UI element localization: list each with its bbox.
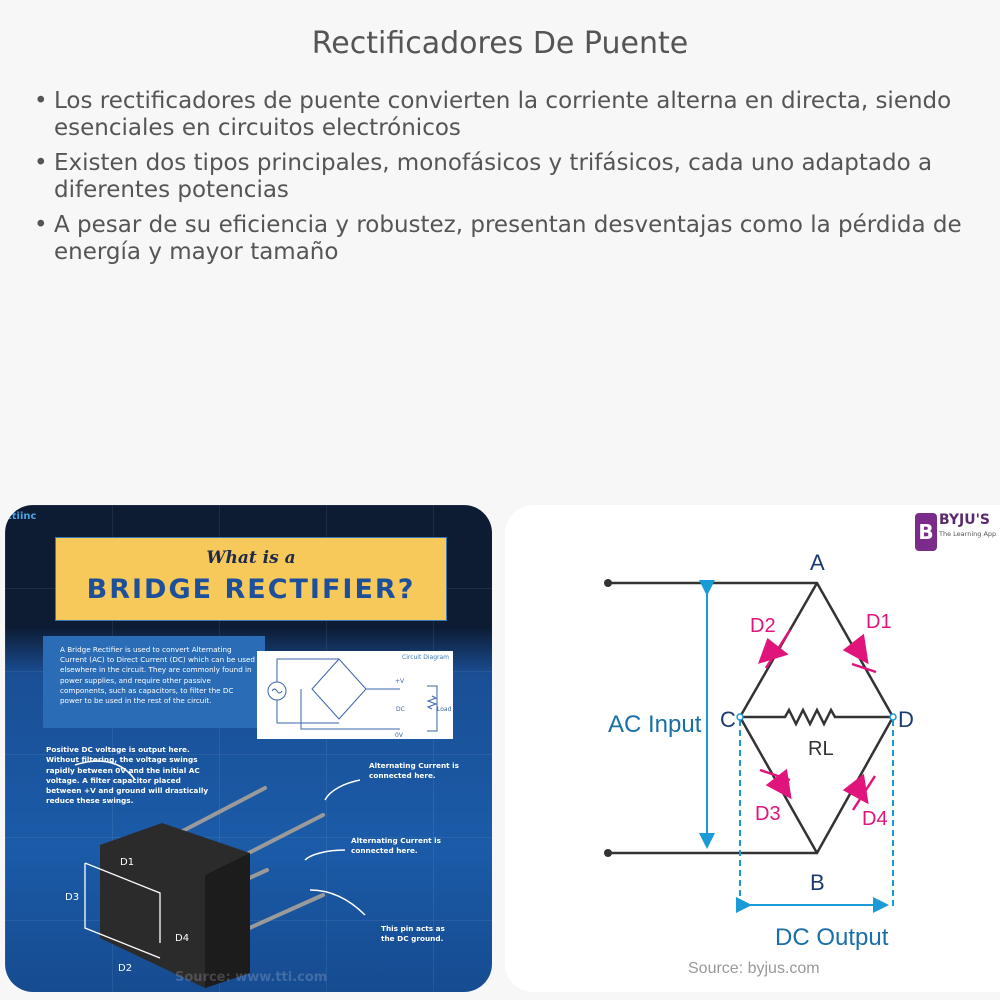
input-terminal-bottom bbox=[604, 849, 612, 857]
note-ground-pin: This pin acts as the DC ground. bbox=[381, 924, 445, 944]
description-box: A Bridge Rectifier is used to convert Al… bbox=[43, 636, 265, 728]
plus-v-label: +V bbox=[395, 678, 405, 685]
note-ac-pin2: Alternating Current is connected here. bbox=[351, 836, 442, 856]
node-a: A bbox=[810, 550, 825, 575]
d2-label: D2 bbox=[750, 615, 776, 637]
bullet-item: A pesar de su eficiencia y robustez, pre… bbox=[32, 212, 972, 266]
d3-label: D3 bbox=[65, 892, 79, 903]
d1-label: D1 bbox=[866, 611, 892, 633]
bullet-item: Los rectificadores de puente convierten … bbox=[32, 88, 972, 142]
d4-label: D4 bbox=[862, 808, 888, 830]
byjus-logo-tagline: The Learning App bbox=[939, 530, 997, 538]
brand-logo: ttiinc bbox=[7, 511, 37, 522]
input-terminal-top bbox=[604, 579, 612, 587]
banner-line2: BRIDGE RECTIFIER? bbox=[86, 574, 416, 605]
zero-v-label: 0V bbox=[395, 732, 404, 739]
byjus-logo-name: BYJU'S bbox=[939, 512, 990, 528]
note-positive-output: Positive DC voltage is output here. With… bbox=[46, 745, 209, 806]
bullet-list: Los rectificadores de puente convierten … bbox=[32, 88, 972, 274]
page-title: Rectificadores De Puente bbox=[311, 26, 689, 61]
d4-label: D4 bbox=[175, 933, 189, 944]
d2-label: D2 bbox=[118, 963, 132, 974]
banner-line1: What is a bbox=[206, 548, 296, 568]
node-d: D bbox=[898, 707, 914, 732]
resistor-label: RL bbox=[808, 738, 834, 760]
load-label: Load bbox=[437, 706, 452, 713]
dc-output-label: DC Output bbox=[775, 924, 889, 951]
ac-input-label: AC Input bbox=[608, 711, 702, 738]
d3-label: D3 bbox=[755, 803, 781, 825]
bridge-rectifier-infographic: ttiinc What is a BRIDGE RECTIFIER? A Bri… bbox=[5, 505, 492, 992]
d1-label: D1 bbox=[120, 857, 134, 868]
source-credit: Source: www.tti.com bbox=[175, 970, 328, 985]
byjus-logo-icon: B bbox=[915, 513, 937, 551]
bullet-item: Existen dos tipos principales, monofásic… bbox=[32, 150, 972, 204]
node-b: B bbox=[810, 870, 825, 895]
circuit-svg: +V 0V DC Load bbox=[267, 658, 452, 739]
source-credit: Source: byjus.com bbox=[688, 960, 820, 977]
node-c: C bbox=[720, 707, 736, 732]
title-banner: What is a BRIDGE RECTIFIER? bbox=[55, 537, 447, 621]
circuit-label: Circuit Diagram bbox=[402, 654, 449, 661]
circuit-diagram: Circuit Diagram +V 0V DC Load bbox=[257, 651, 453, 739]
dc-label: DC bbox=[396, 706, 405, 713]
rectifier-component-drawing: D1 D2 D3 D4 bbox=[65, 760, 366, 988]
diodes bbox=[757, 629, 877, 811]
note-ac-pin1: Alternating Current is connected here. bbox=[369, 761, 460, 781]
